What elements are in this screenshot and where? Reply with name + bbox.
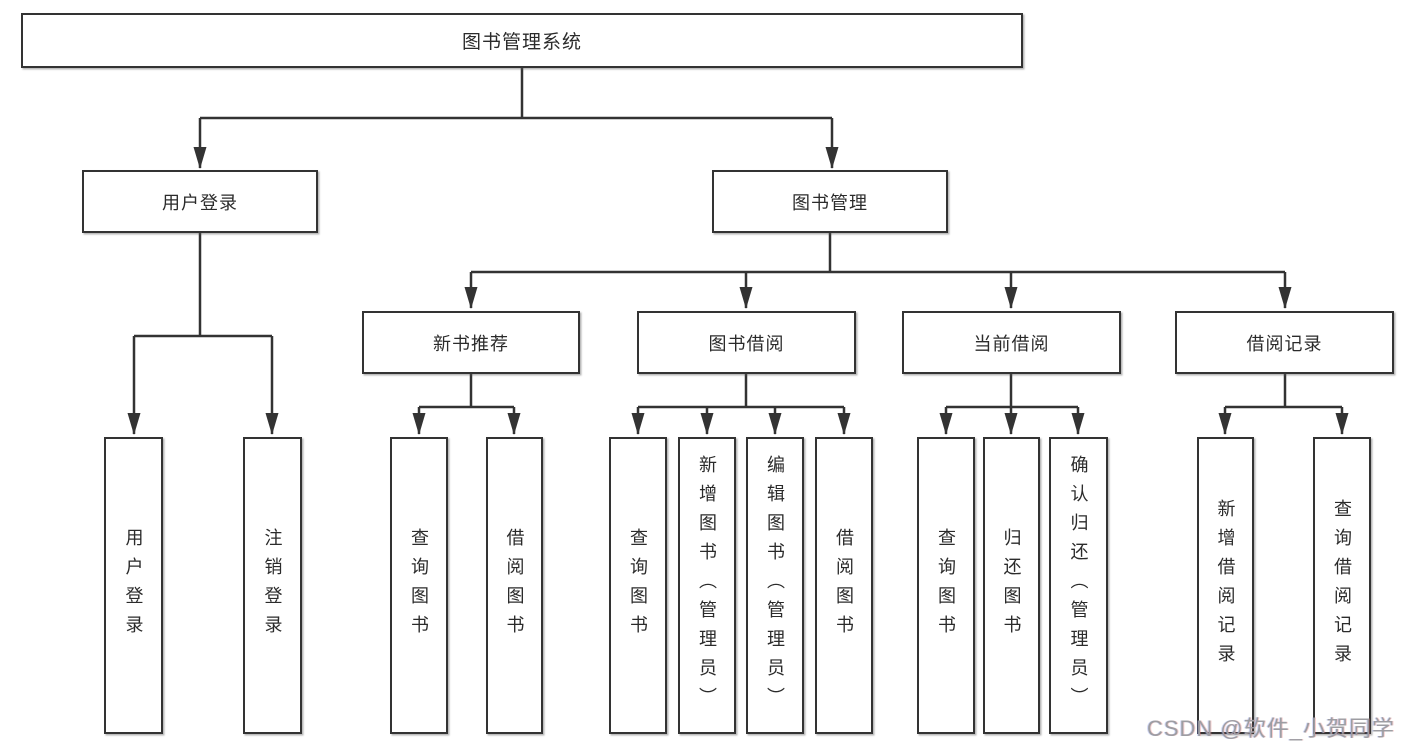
node-label: 新书推荐 [433, 333, 509, 354]
node-label: 查询图书 [409, 527, 429, 644]
node-label: 借阅图书 [504, 527, 525, 644]
node-label: 图书借阅 [708, 333, 785, 354]
node-label: 查询借阅记录 [1332, 498, 1352, 673]
node-borrow-books-2: 借阅图书 [815, 437, 873, 734]
node-library-management-system: 图书管理系统 [21, 13, 1023, 68]
node-label: 用户登录 [162, 192, 238, 213]
csdn-watermark: CSDN @软件_小贺同学 [1146, 716, 1395, 741]
node-confirm-return-admin: 确认归还（管理员） [1049, 437, 1108, 734]
node-new-book-recommendation: 新书推荐 [362, 311, 580, 374]
node-label: 编辑图书（管理员） [765, 455, 785, 716]
node-return-book: 归还图书 [983, 437, 1040, 734]
node-edit-book-admin: 编辑图书（管理员） [746, 437, 804, 734]
node-book-borrowing: 图书借阅 [637, 311, 856, 374]
node-current-borrowing: 当前借阅 [902, 311, 1121, 374]
node-label: 新增借阅记录 [1215, 498, 1236, 673]
node-label: 新增图书（管理员） [697, 455, 717, 716]
node-label: 用户登录 [123, 527, 144, 644]
node-label: 借阅记录 [1246, 333, 1323, 354]
node-user-login-branch: 用户登录 [82, 170, 318, 233]
node-label: 查询图书 [936, 527, 956, 644]
node-query-books-3: 查询图书 [917, 437, 975, 734]
node-query-books-2: 查询图书 [609, 437, 667, 734]
node-label: 注销登录 [262, 527, 283, 644]
node-query-borrow-record: 查询借阅记录 [1313, 437, 1371, 734]
node-label: 确认归还（管理员） [1068, 455, 1089, 716]
node-label: 当前借阅 [973, 333, 1050, 354]
node-label: 借阅图书 [834, 527, 854, 644]
node-add-book-admin: 新增图书（管理员） [678, 437, 736, 734]
node-book-management: 图书管理 [712, 170, 948, 233]
node-query-books-1: 查询图书 [390, 437, 448, 734]
node-label: 图书管理 [792, 192, 868, 213]
node-borrowing-records: 借阅记录 [1175, 311, 1394, 374]
node-label: 图书管理系统 [461, 32, 582, 53]
node-logout: 注销登录 [243, 437, 302, 734]
node-borrow-books-1: 借阅图书 [486, 437, 543, 734]
node-user-login: 用户登录 [104, 437, 163, 734]
node-label: 查询图书 [628, 527, 648, 644]
node-label: 归还图书 [1001, 527, 1022, 644]
node-add-borrow-record: 新增借阅记录 [1197, 437, 1254, 734]
